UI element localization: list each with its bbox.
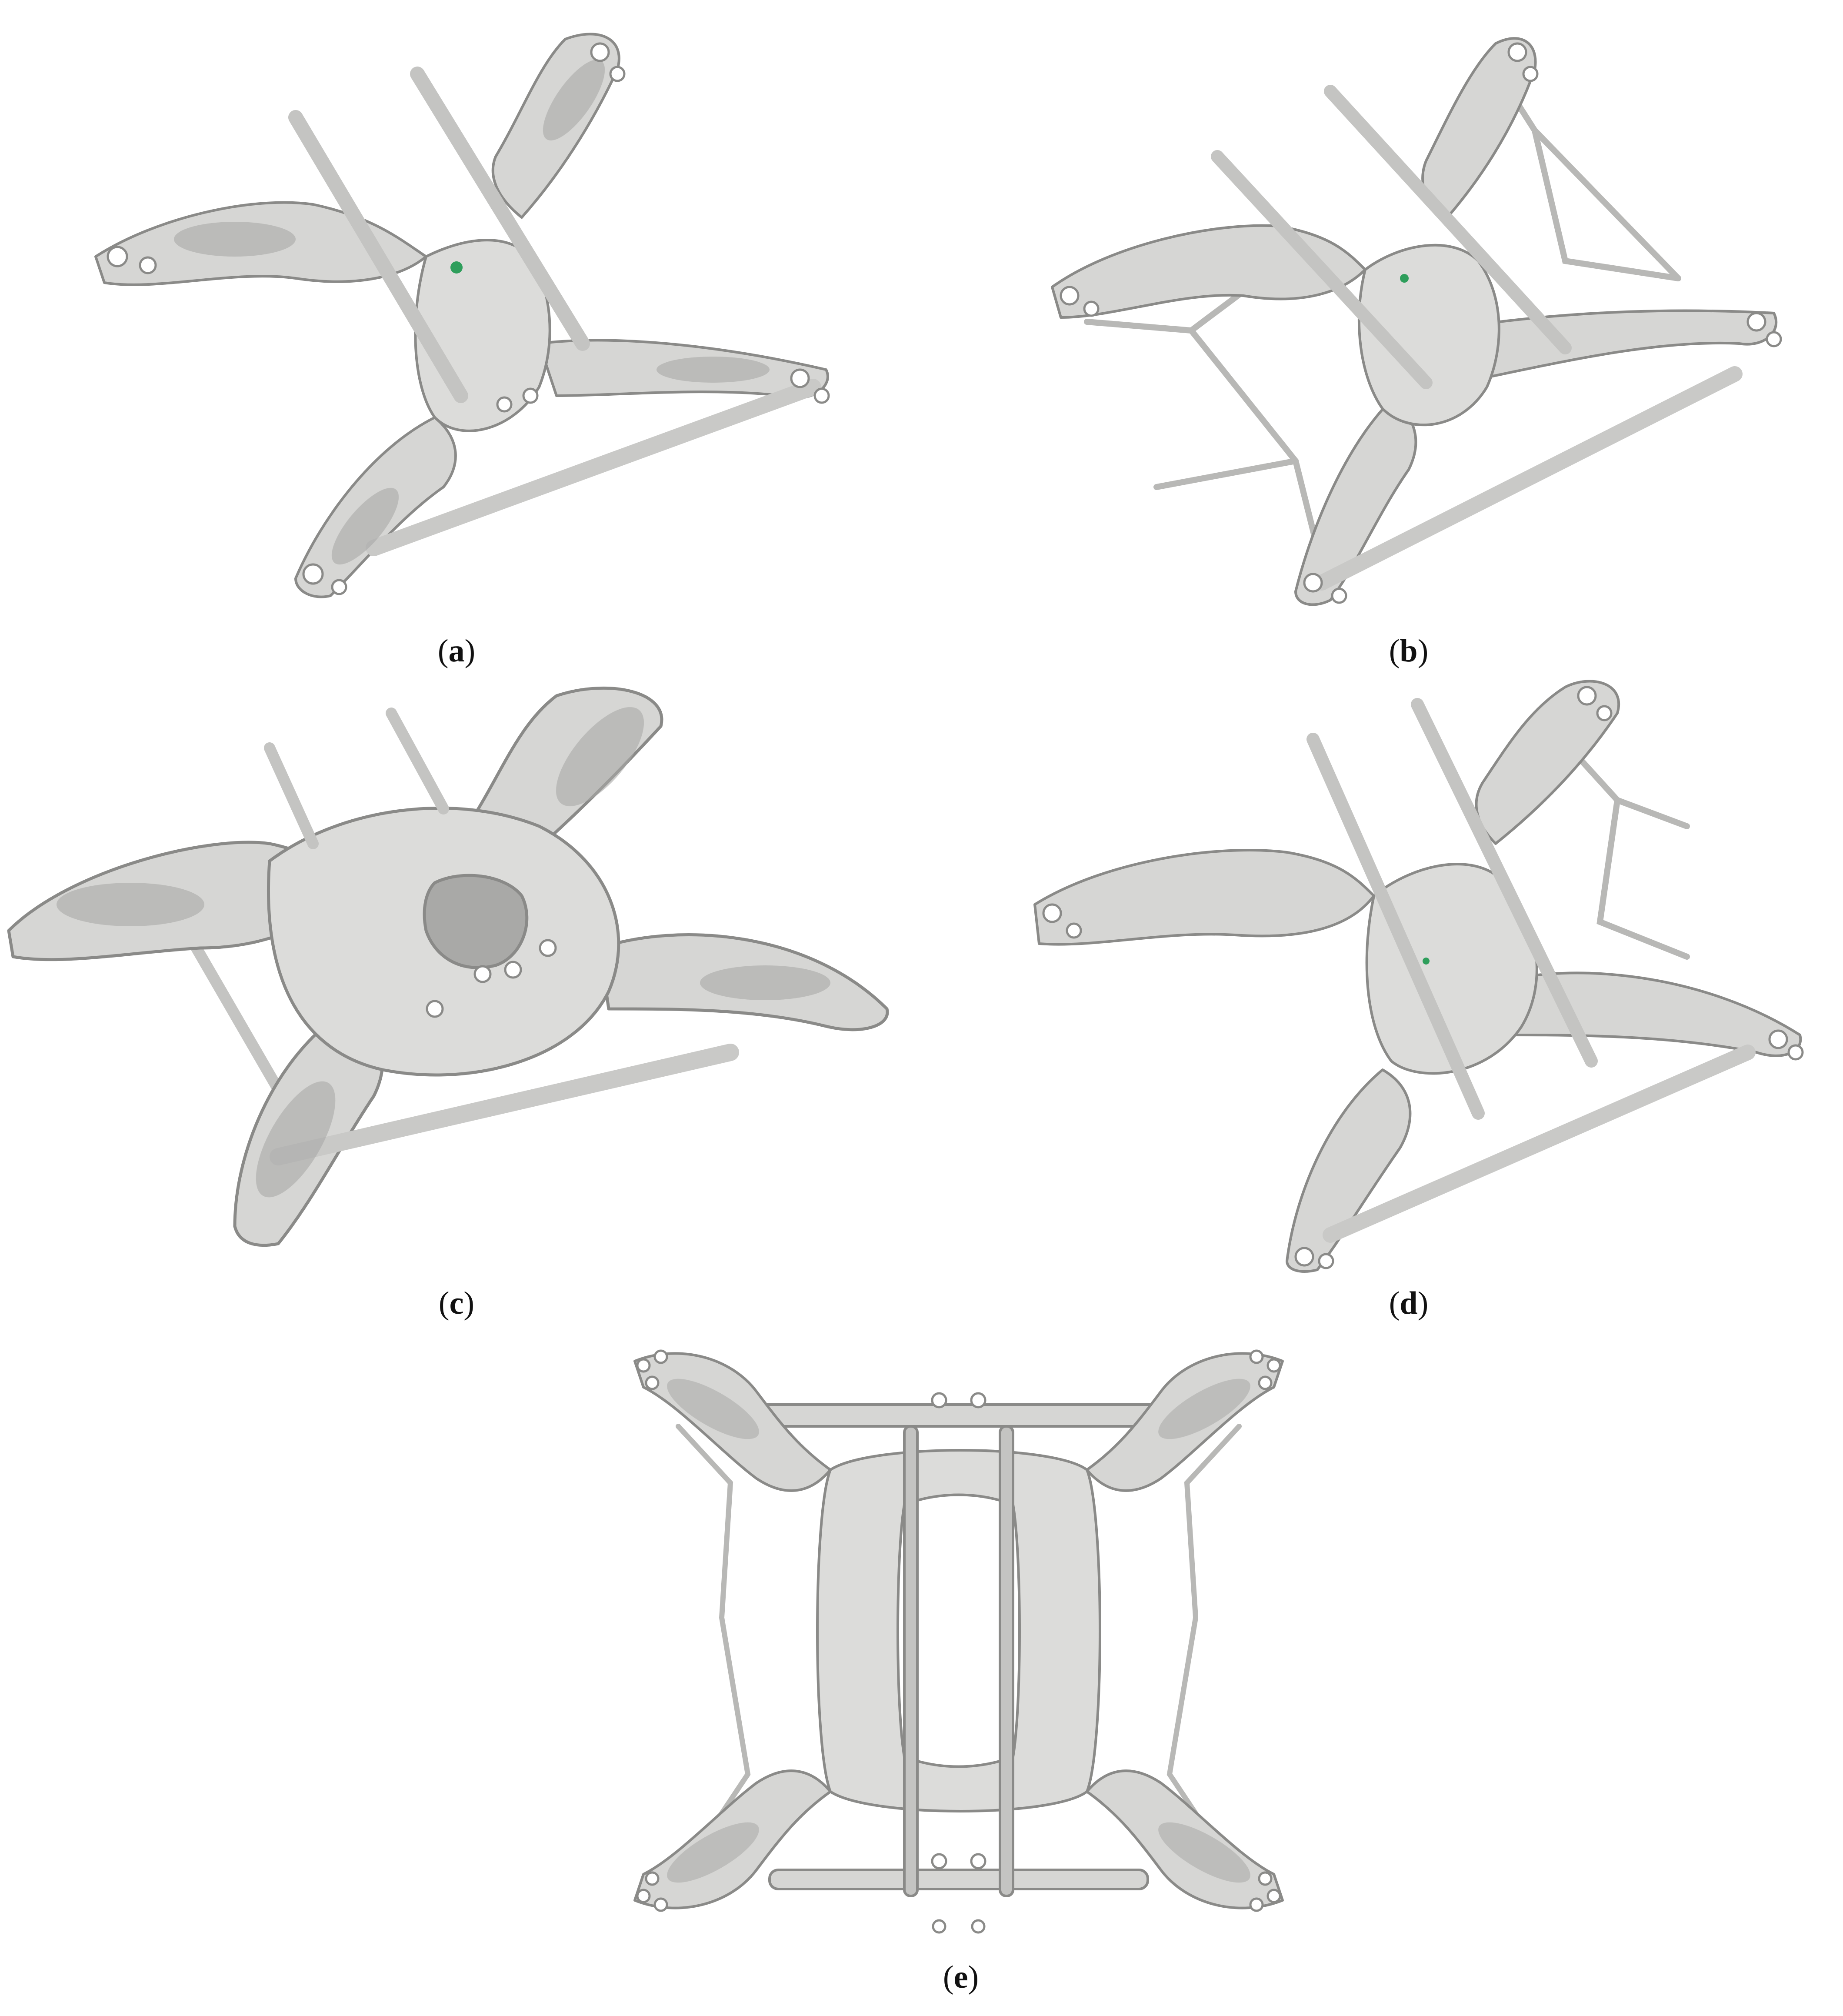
marker-dot-b [1400,274,1409,283]
panel-e-frame-top-view [626,1339,1291,1939]
caption-c: (c) [438,1285,475,1321]
lattice-struts-e [676,1424,1242,1842]
caption-d: (d) [1389,1285,1429,1321]
caption-a: (a) [437,633,476,669]
panel-d-frame-render [1026,678,1826,1273]
frame-render-c [7,686,889,1247]
marker-dot-d [1423,958,1430,965]
frame-render-b [1051,37,1782,606]
panel-b-frame-render [1035,17,1800,617]
marker-dot-a [450,261,463,274]
panel-c-frame-render [0,678,904,1261]
caption-e: (e) [943,1959,979,1995]
caption-b: (b) [1389,633,1429,669]
frame-render-d [1033,680,1804,1273]
frame-render-e [633,1349,1284,1934]
frame-render-a [94,33,830,598]
lattice-struts-d [1571,749,1690,960]
panel-a-frame-render [70,13,852,617]
